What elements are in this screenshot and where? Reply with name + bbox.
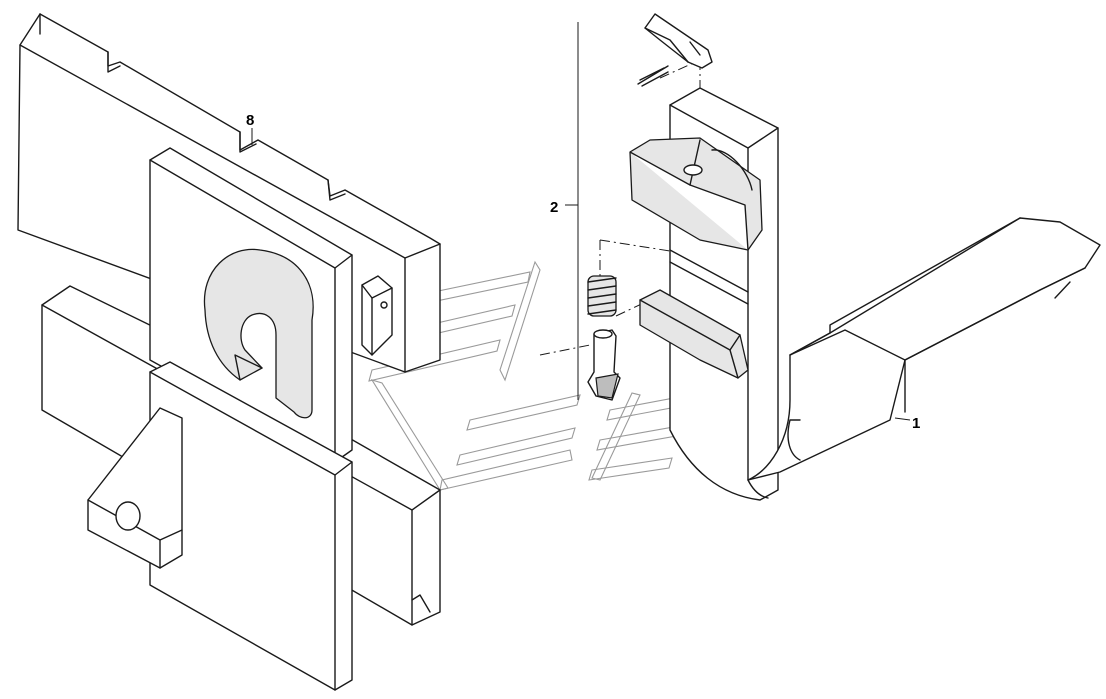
callout-8: 8 — [246, 112, 254, 145]
locking-pin-assembly — [539, 22, 741, 401]
locking-pin — [587, 329, 621, 401]
callout-2: 2 — [550, 199, 578, 216]
callout-label-1: 1 — [912, 415, 920, 432]
carriage-plate-assembly — [17, 13, 441, 691]
spring — [587, 275, 617, 317]
watermark-logo — [368, 260, 691, 491]
callout-label-2: 2 — [550, 199, 558, 216]
callout-label-8: 8 — [246, 112, 254, 129]
fork — [629, 13, 1101, 501]
callout-1: 1 — [894, 415, 920, 432]
